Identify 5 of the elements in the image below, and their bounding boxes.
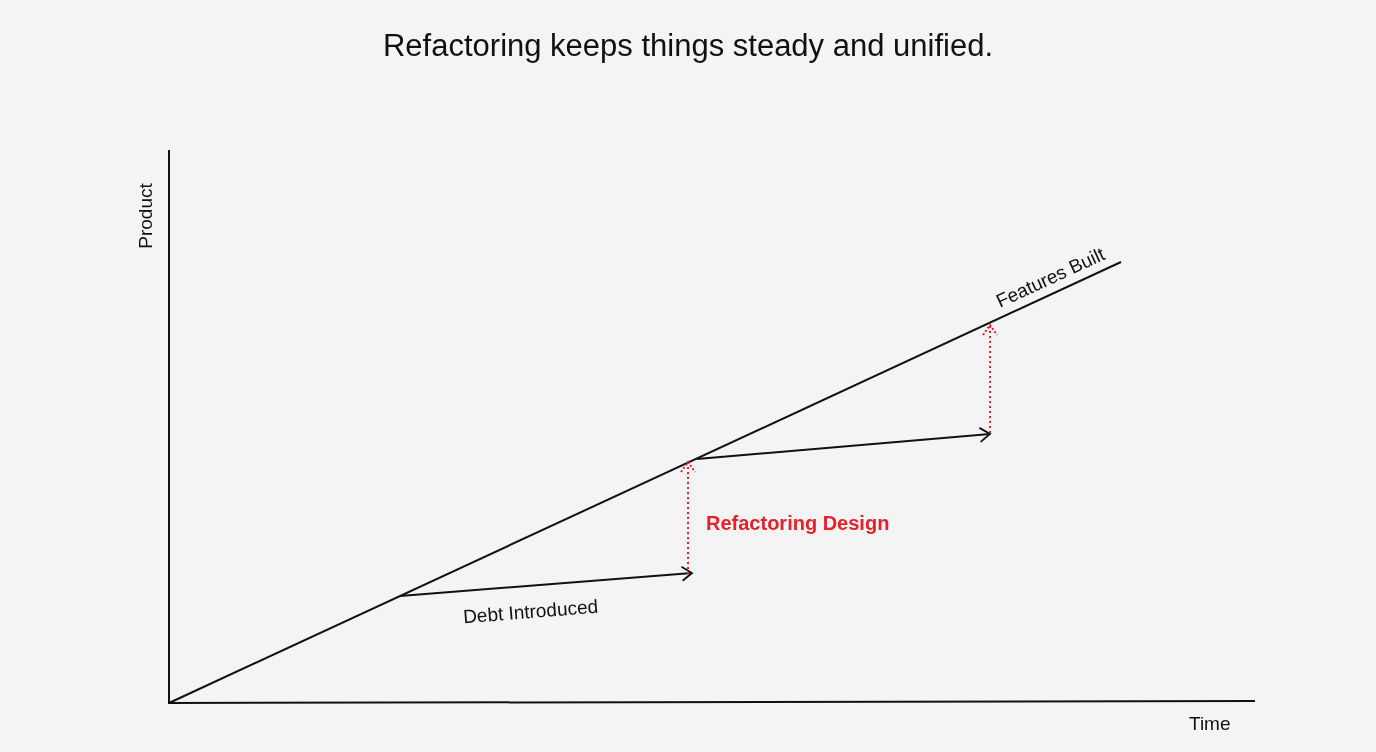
annotation-label: Refactoring Design [706,511,890,535]
axis-label: Time [1189,713,1231,735]
axis-label: Product [134,183,157,249]
chart-title: Refactoring keeps things steady and unified. [381,28,995,64]
arrow-label: Debt Introduced [461,595,599,629]
